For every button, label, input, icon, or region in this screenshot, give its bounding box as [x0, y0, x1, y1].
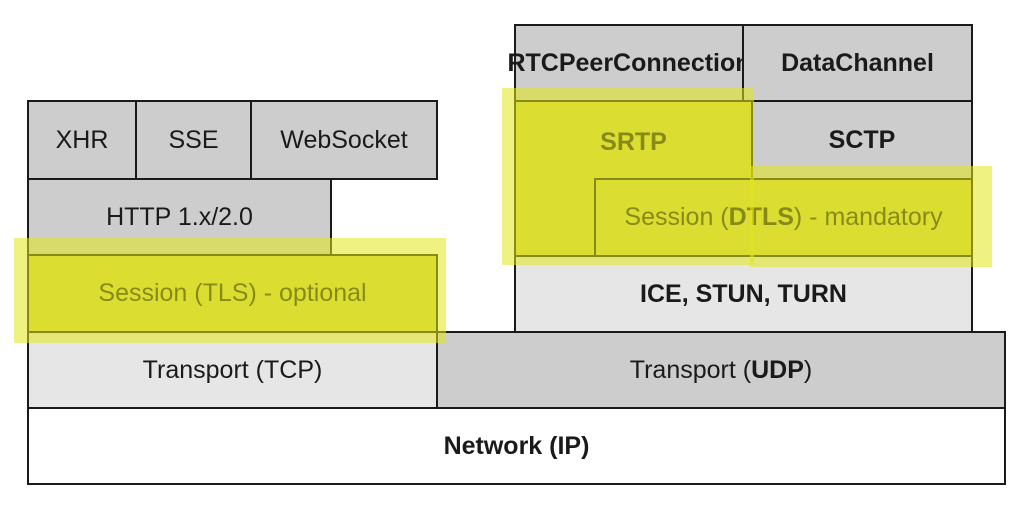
- sse-layer: SSE: [135, 100, 252, 180]
- session-dtls-layer: Session (DTLS) - mandatory: [594, 178, 973, 257]
- session-tls-protocol: TLS: [202, 279, 249, 307]
- datachannel-label: DataChannel: [781, 48, 934, 77]
- network-suffix: ): [581, 431, 590, 460]
- session-tls-label: Session (TLS) - optional: [98, 281, 366, 306]
- transport-udp-suffix: ): [803, 355, 813, 384]
- transport-tcp-protocol: TCP: [264, 355, 314, 384]
- network-protocol: IP: [557, 431, 582, 460]
- xhr-layer: XHR: [27, 100, 137, 180]
- session-dtls-prefix: Session (: [624, 203, 729, 231]
- sse-label: SSE: [168, 125, 219, 154]
- sctp-layer: SCTP: [751, 100, 973, 180]
- network-prefix: Network (: [443, 431, 558, 460]
- http-layer: HTTP 1.x/2.0: [27, 178, 332, 256]
- rtcpeerconnection-layer: RTCPeerConnection: [507, 24, 751, 102]
- ice-stun-turn-label: ICE, STUN, TURN: [640, 279, 847, 308]
- session-dtls-protocol: DTLS: [728, 203, 794, 231]
- transport-udp-protocol: UDP: [751, 355, 804, 384]
- session-tls-prefix: Session (: [98, 279, 203, 307]
- session-dtls-suffix: ) - mandatory: [793, 203, 943, 231]
- websocket-label: WebSocket: [280, 125, 408, 154]
- datachannel-layer: DataChannel: [742, 24, 973, 102]
- transport-udp-layer: Transport (UDP): [436, 331, 1006, 409]
- network-ip-label: Network (IP): [443, 431, 590, 460]
- session-tls-suffix: ) - optional: [248, 279, 367, 307]
- transport-udp-label: Transport (UDP): [629, 355, 813, 384]
- xhr-label: XHR: [55, 125, 109, 154]
- transport-tcp-suffix: ): [314, 355, 323, 384]
- transport-tcp-layer: Transport (TCP): [27, 331, 438, 409]
- network-ip-layer: Network (IP): [27, 407, 1006, 485]
- session-tls-layer: Session (TLS) - optional: [27, 254, 438, 333]
- http-label: HTTP 1.x/2.0: [106, 202, 253, 231]
- transport-tcp-prefix: Transport (: [142, 355, 264, 384]
- transport-udp-prefix: Transport (: [629, 355, 752, 384]
- srtp-label: SRTP: [600, 128, 667, 156]
- session-dtls-label: Session (DTLS) - mandatory: [624, 205, 942, 230]
- transport-tcp-label: Transport (TCP): [142, 355, 323, 384]
- websocket-layer: WebSocket: [250, 100, 438, 180]
- sctp-label: SCTP: [828, 125, 896, 154]
- ice-stun-turn-layer: ICE, STUN, TURN: [514, 255, 973, 333]
- rtcpeerconnection-label: RTCPeerConnection: [507, 48, 751, 77]
